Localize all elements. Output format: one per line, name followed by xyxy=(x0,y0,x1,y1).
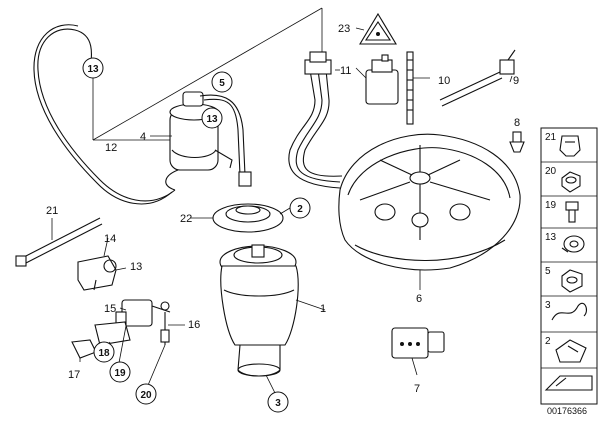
svg-text:3: 3 xyxy=(275,398,281,409)
bracket-19 xyxy=(94,321,131,346)
hose-line-12 xyxy=(33,24,179,205)
callout-24: 23 xyxy=(338,23,350,35)
warning-label-24 xyxy=(359,12,397,45)
cable-tie-22 xyxy=(15,217,103,267)
callout-13a-circle: 13 xyxy=(82,57,104,79)
callout-19-circle: 18 xyxy=(93,341,115,363)
side-label-13: 13 xyxy=(545,232,557,243)
callout-16: 15 xyxy=(104,303,116,315)
height-sensor-16 xyxy=(115,299,171,345)
callout-23: 22 xyxy=(180,213,192,225)
bracket-14-15 xyxy=(77,255,117,291)
svg-text:2: 2 xyxy=(297,204,303,215)
hex-nut-icon xyxy=(561,269,583,293)
callout-6: 6 xyxy=(416,293,422,305)
callout-11: 11 xyxy=(340,65,351,77)
screw-8 xyxy=(509,131,525,153)
side-label-3: 3 xyxy=(545,300,551,311)
callout-10: 10 xyxy=(438,75,450,87)
side-panel: 21 20 19 13 5 3 2 xyxy=(540,127,598,405)
callout-14: 13 xyxy=(130,261,142,273)
spare-wheel-well-6 xyxy=(338,133,521,271)
air-spring-1 xyxy=(219,244,299,377)
callout-12: 12 xyxy=(105,142,117,154)
bushing-icon xyxy=(561,235,585,253)
callout-22: 21 xyxy=(46,205,58,217)
bolt-icon xyxy=(565,201,579,223)
callout-7: 7 xyxy=(414,383,420,395)
svg-text:18: 18 xyxy=(98,348,110,359)
callout-5-circle: 5 xyxy=(211,71,233,93)
cable-tie-9 xyxy=(439,49,516,107)
clip-icon xyxy=(559,135,581,157)
svg-text:5: 5 xyxy=(219,78,225,89)
callout-3-circle: 3 xyxy=(267,391,289,413)
callout-20-circle: 19 xyxy=(109,361,131,383)
callout-17: 16 xyxy=(188,319,200,331)
side-label-19: 19 xyxy=(545,200,557,211)
callout-15: 14 xyxy=(104,233,116,245)
callout-1: 1 xyxy=(320,303,326,315)
callout-13b-circle: 13 xyxy=(201,107,223,129)
callout-9: 9 xyxy=(513,75,519,87)
callout-4: 4 xyxy=(140,131,146,143)
pressure-accumulator-4 xyxy=(169,91,252,187)
callout-21-circle: 20 xyxy=(135,383,157,405)
bracket-18 xyxy=(71,339,97,359)
circled-callouts: 13 5 13 2 3 18 19 20 xyxy=(82,57,311,413)
side-label-21: 21 xyxy=(545,132,557,143)
relay-11 xyxy=(365,54,399,105)
clamp-icon xyxy=(555,339,587,363)
nut-icon xyxy=(561,171,581,193)
threaded-rod-10 xyxy=(406,51,414,125)
side-label-20: 20 xyxy=(545,166,557,177)
strip-icon xyxy=(544,375,593,391)
connector-7 xyxy=(391,327,445,359)
svg-text:13: 13 xyxy=(206,114,218,125)
callout-labels: 4 12 1 11 10 9 23 8 6 7 21 22 14 13 15 1… xyxy=(46,23,520,395)
side-label-2: 2 xyxy=(545,336,551,347)
callout-8: 8 xyxy=(514,117,520,129)
svg-text:20: 20 xyxy=(140,390,152,401)
cover-plate-23 xyxy=(212,203,284,233)
diagram-id-label: 00176366 xyxy=(547,406,587,416)
hose-bundle xyxy=(288,51,343,189)
side-label-5: 5 xyxy=(545,266,551,277)
wire-clip-icon xyxy=(551,302,587,321)
svg-text:13: 13 xyxy=(87,64,99,75)
callout-2-circle: 2 xyxy=(289,197,311,219)
svg-text:19: 19 xyxy=(114,368,126,379)
callout-18: 17 xyxy=(68,369,80,381)
